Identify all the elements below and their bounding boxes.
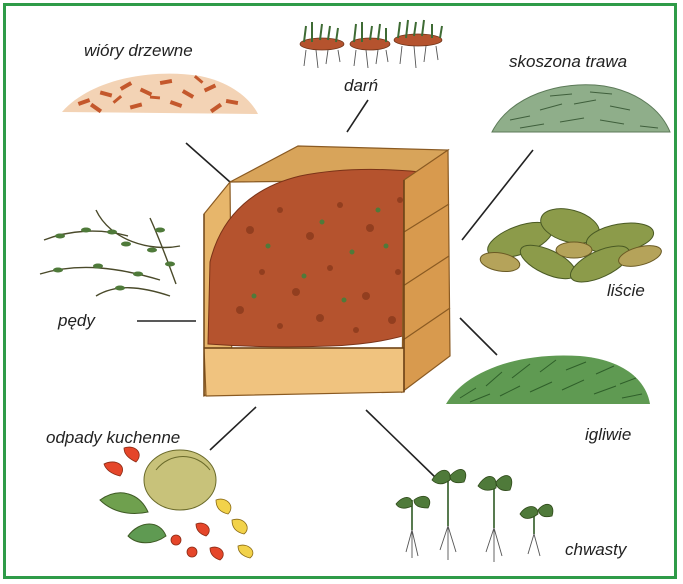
- label-shoots: pędy: [58, 312, 95, 329]
- shoots-icon: [40, 210, 180, 296]
- wood-chips-icon: [62, 74, 258, 114]
- needles-icon: [446, 355, 650, 404]
- label-wood-chips: wióry drzewne: [84, 42, 193, 59]
- leader-line-turf: [347, 100, 368, 132]
- label-cut-grass: skoszona trawa: [509, 53, 627, 70]
- leader-line-wood-chips: [186, 143, 230, 182]
- cut-grass-icon: [492, 85, 670, 132]
- leader-line-weeds: [366, 410, 436, 478]
- turf-icon: [300, 20, 442, 68]
- compost-bin-icon: [204, 146, 450, 396]
- label-needles: igliwie: [585, 426, 631, 443]
- label-kitchen-waste: odpady kuchenne: [46, 429, 180, 446]
- kitchen-waste-icon: [100, 447, 253, 560]
- leaves-icon: [479, 203, 664, 290]
- leader-line-kitchen-waste: [210, 407, 256, 450]
- bin-front-wall: [204, 348, 404, 396]
- label-leaves: liście: [607, 282, 645, 299]
- weeds-icon: [396, 469, 553, 562]
- leader-line-needles: [460, 318, 497, 355]
- label-weeds: chwasty: [565, 541, 626, 558]
- label-turf: darń: [344, 77, 378, 94]
